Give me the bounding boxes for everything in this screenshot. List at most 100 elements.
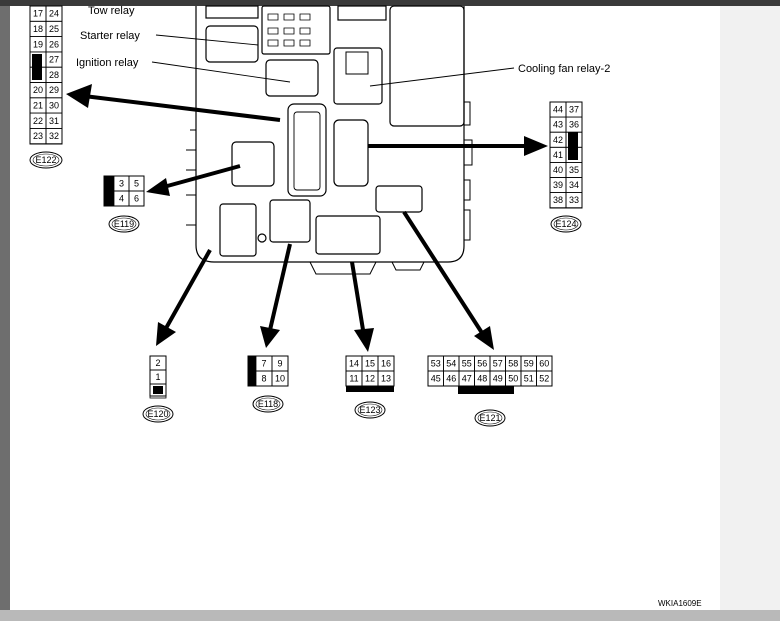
e124-pin-label: 44: [553, 105, 563, 115]
e121-pin-label: 55: [462, 359, 472, 369]
e121-pin-label: 46: [446, 374, 456, 384]
ignition-relay-label: Ignition relay: [76, 57, 139, 69]
tow-relay-label: Tow relay: [88, 5, 135, 17]
e121-pin-label: 58: [508, 359, 518, 369]
e124-pin-label: 39: [553, 180, 563, 190]
e124-pin-label: 33: [569, 195, 579, 205]
e122-pin-label: 23: [33, 131, 43, 141]
connector-e120: 21 E120: [142, 355, 174, 423]
e124-pin-label: 35: [569, 165, 579, 175]
e118-pin-label: 8: [261, 374, 266, 384]
window-top-bar: [0, 0, 780, 6]
cooling-fan-relay-socket: [333, 47, 383, 105]
cooling-fan-relay-2-label: Cooling fan relay-2: [518, 63, 610, 75]
e122-pin-label: 30: [49, 100, 59, 110]
e121-pin-label: 47: [462, 374, 472, 384]
e121-pin-label: 56: [477, 359, 487, 369]
e122-key: [32, 54, 42, 80]
e121-pin-cell: [536, 370, 553, 387]
e122-pin-label: 29: [49, 85, 59, 95]
e121-pin-label: 54: [446, 359, 456, 369]
e119-pin-label: 3: [119, 179, 124, 189]
e122-pin-label: 25: [49, 24, 59, 34]
e122-pin-label: 28: [49, 70, 59, 80]
e123-pin-label: 16: [381, 359, 391, 369]
connector-e121: 53 54 55 56 57 58 59 60 45 46 47 48 49 50 51 52 E121: [427, 355, 553, 427]
connector-label-e119: E119: [114, 219, 134, 229]
e122-pin-label: 18: [33, 24, 43, 34]
e124-pin-cell: [565, 192, 583, 209]
e122-pin-label: 21: [33, 100, 43, 110]
e121-socket: [375, 185, 423, 213]
e122-pin-label: 32: [49, 131, 59, 141]
e122-pin-cell: [45, 127, 63, 145]
e121-pin-label: 50: [508, 374, 518, 384]
e123-pin-label: 11: [349, 374, 358, 384]
e124-pin-label: 37: [569, 105, 579, 115]
e120-socket: [219, 203, 257, 257]
e122-pin-label: 19: [33, 39, 43, 49]
e121-pin-label: 59: [524, 359, 534, 369]
right-margin: [720, 6, 780, 610]
connector-e123: 14 15 16 11 12 13 E123: [345, 355, 395, 419]
e119-pin-cell: [128, 190, 145, 207]
e123-socket: [315, 215, 381, 255]
center-relay-left: [287, 103, 327, 197]
document-page: [10, 6, 720, 610]
e118-pin-label: 7: [261, 359, 266, 369]
e118-pin-label: 9: [277, 359, 282, 369]
connector-label-e121: E121: [479, 413, 500, 423]
connector-label-e123: E123: [359, 405, 380, 415]
e124-pin-label: 41: [553, 150, 563, 160]
e123-pin-label: 12: [365, 374, 375, 384]
e122-pin-label: 26: [49, 39, 59, 49]
e122-pin-label: 22: [33, 116, 43, 126]
arrows: [66, 84, 548, 352]
e118-socket: [269, 199, 311, 243]
e122-pin-label: 31: [49, 116, 59, 126]
e118-pin-cell: [271, 370, 289, 387]
e124-key: [568, 132, 578, 160]
e124-pin-label: 36: [569, 120, 579, 130]
e124-pin-label: 38: [553, 195, 563, 205]
e120-pin-label: 1: [155, 372, 160, 382]
e123-pin-label: 13: [381, 374, 391, 384]
e122-pin-label: 27: [49, 55, 59, 65]
e121-pin-label: 45: [431, 374, 441, 384]
e120-pin-label: 2: [155, 358, 160, 368]
e124-pin-label: 34: [569, 180, 579, 190]
connector-label-e118: E118: [258, 399, 278, 409]
e121-pin-label: 60: [539, 359, 549, 369]
e121-pin-label: 52: [539, 374, 549, 384]
e123-pin-label: 14: [349, 359, 359, 369]
e123-pin-label: 15: [365, 359, 375, 369]
leader-lines: [151, 34, 515, 87]
e119-pin-label: 6: [134, 194, 139, 204]
starter-relay-socket: [205, 25, 259, 63]
e119-socket: [231, 141, 275, 187]
e121-pin-label: 48: [477, 374, 487, 384]
e122-pin-label: 17: [33, 9, 43, 19]
ignition-relay-socket: [265, 59, 319, 97]
center-relay-right: [333, 119, 369, 187]
e119-pin-label: 5: [134, 179, 139, 189]
e121-pin-label: 57: [493, 359, 503, 369]
connector-label-e124: E124: [555, 219, 576, 229]
connector-label-e122: E122: [35, 155, 56, 165]
e121-pin-label: 53: [431, 359, 441, 369]
fuse-block: [261, 5, 331, 55]
starter-relay-label: Starter relay: [80, 30, 140, 42]
e121-pin-label: 51: [524, 374, 534, 384]
e120-pin-cell: [149, 383, 167, 399]
e119-pin-label: 4: [119, 194, 124, 204]
e122-pin-label: 24: [49, 9, 59, 19]
e124-pin-label: 42: [553, 135, 563, 145]
relay-box: [186, 5, 473, 275]
e121-pin-label: 49: [493, 374, 503, 384]
e124-pin-label: 43: [553, 120, 563, 130]
